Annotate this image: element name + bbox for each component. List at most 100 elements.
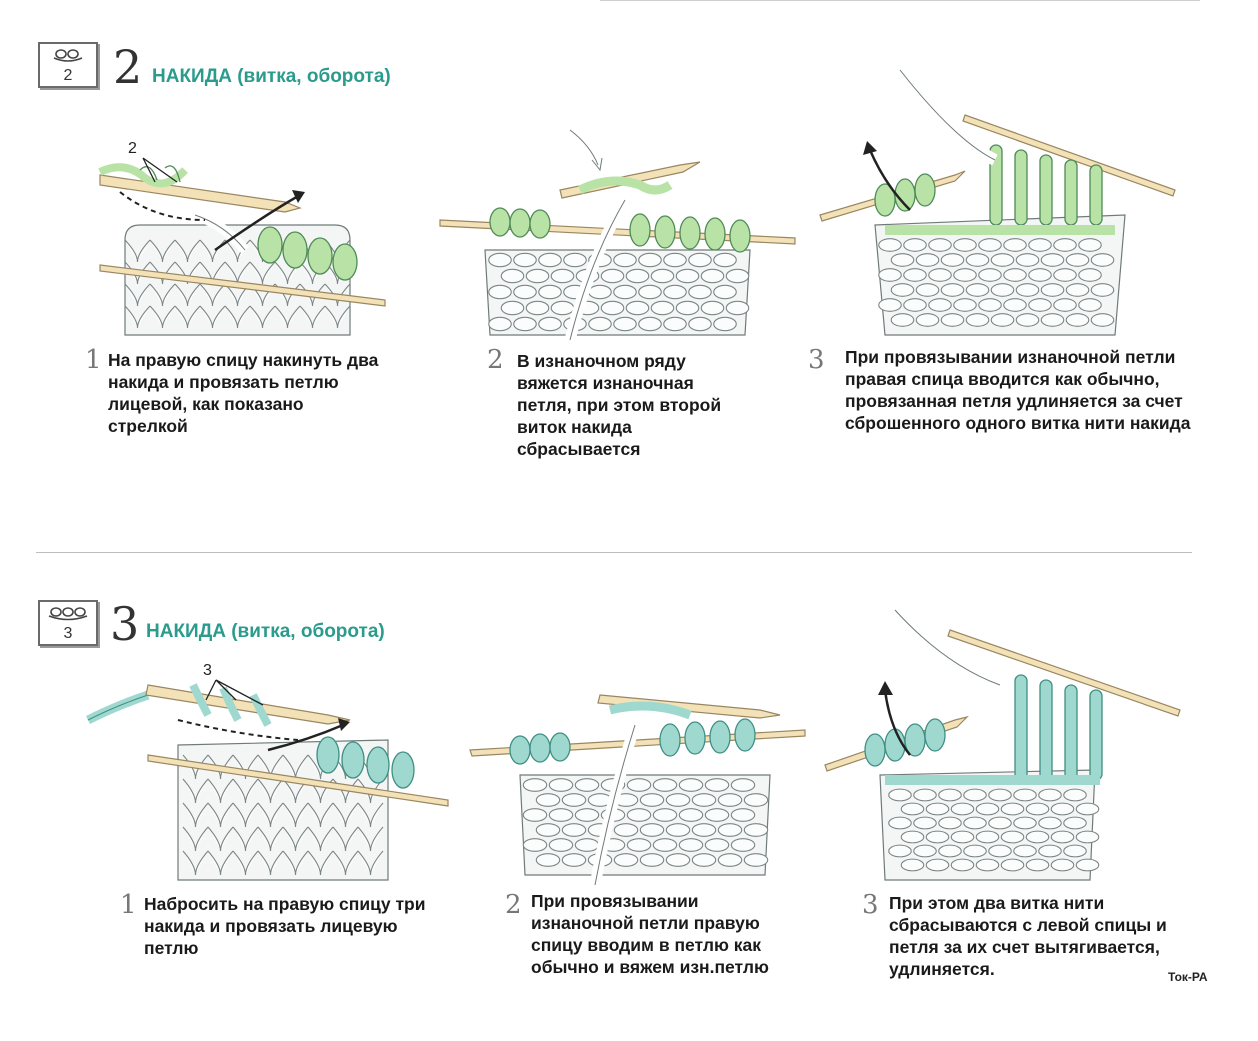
knit-stitch xyxy=(207,826,234,852)
purl-bump xyxy=(940,313,965,327)
symbol-number: 3 xyxy=(64,625,73,642)
purl-bump xyxy=(913,788,937,802)
purl-bump xyxy=(600,300,625,316)
purl-bump xyxy=(878,238,902,252)
purl-bump xyxy=(688,252,712,268)
purl-bump xyxy=(940,253,965,267)
purl-bump xyxy=(938,844,962,858)
purl-bump xyxy=(561,823,587,837)
purl-bump xyxy=(538,316,562,332)
purl-bump xyxy=(950,802,975,816)
symbol-number: 2 xyxy=(64,67,73,84)
purl-bump xyxy=(1025,802,1050,816)
purl-bump xyxy=(700,268,725,284)
green-stitches xyxy=(489,207,751,253)
purl-bump xyxy=(938,816,962,830)
purl-bump xyxy=(652,778,678,792)
purl-bump xyxy=(913,816,937,830)
purl-bump xyxy=(638,252,662,268)
purl-bump xyxy=(903,268,927,282)
purl-bump xyxy=(548,778,574,792)
purl-bump xyxy=(915,253,940,267)
purl-bump xyxy=(953,268,977,282)
purl-bump xyxy=(1003,268,1027,282)
purl-bump xyxy=(652,838,678,852)
purl-bump xyxy=(626,778,652,792)
knit-stitch xyxy=(357,802,384,828)
knit-stitch xyxy=(199,305,226,329)
purl-bump xyxy=(915,313,940,327)
left-needle xyxy=(147,754,449,807)
purl-bump xyxy=(561,853,587,867)
direction-arrow xyxy=(267,718,350,752)
teal-stitches xyxy=(316,736,415,789)
knit-stitch xyxy=(357,850,384,876)
purl-bump xyxy=(965,283,990,297)
knit-stitch xyxy=(149,283,176,307)
purl-bump xyxy=(638,316,662,332)
purl-bump xyxy=(717,793,743,807)
purl-bump xyxy=(1013,816,1037,830)
purl-bump xyxy=(1025,830,1050,844)
purl-bump xyxy=(548,838,574,852)
purl-bump xyxy=(613,853,639,867)
purl-bump xyxy=(1078,238,1102,252)
purl-bump xyxy=(713,252,737,268)
purl-bump xyxy=(548,808,574,822)
purl-bump xyxy=(639,853,665,867)
knit-stitch xyxy=(257,826,284,852)
purl-bump xyxy=(1038,844,1062,858)
purl-bump xyxy=(522,808,548,822)
purl-bump xyxy=(903,238,927,252)
purl-bump xyxy=(663,252,687,268)
purl-bump xyxy=(900,830,925,844)
top-border-line xyxy=(600,0,1200,1)
step-number: 1 xyxy=(120,890,137,920)
purl-bump xyxy=(1015,283,1040,297)
purl-bump xyxy=(588,284,612,300)
knit-stitch xyxy=(357,826,384,852)
purl-bump xyxy=(730,808,756,822)
purl-bump xyxy=(639,793,665,807)
purl-bump xyxy=(625,268,650,284)
knit-stitch xyxy=(182,850,209,876)
purl-bump xyxy=(713,284,737,300)
knit-stitch xyxy=(332,802,359,828)
purl-bump xyxy=(1040,283,1065,297)
purl-bump xyxy=(950,858,975,872)
step-text: В изнаночном ряду вяжется изнаночная пет… xyxy=(517,351,722,459)
purl-bump xyxy=(925,802,950,816)
section-divider xyxy=(36,552,1192,553)
purl-bump xyxy=(1065,313,1090,327)
purl-bump xyxy=(675,300,700,316)
purl-bump xyxy=(613,252,637,268)
purl-bump xyxy=(938,788,962,802)
knit-stitch xyxy=(232,826,259,852)
knit-stitch xyxy=(332,778,359,804)
knit-stitch xyxy=(249,261,276,285)
teal-loops-right xyxy=(864,718,946,767)
wrap-count-label: 2 xyxy=(128,140,137,157)
purl-bump xyxy=(600,268,625,284)
purl-bump xyxy=(639,823,665,837)
purl-bump xyxy=(963,816,987,830)
right-needle xyxy=(597,694,781,719)
knit-stitch xyxy=(282,802,309,828)
purl-bump xyxy=(488,252,512,268)
purl-bump xyxy=(965,313,990,327)
purl-bump xyxy=(513,316,537,332)
knit-stitch xyxy=(232,778,259,804)
diagram-purl-three-wraps xyxy=(469,694,806,887)
purl-bump xyxy=(613,284,637,300)
purl-bump xyxy=(900,802,925,816)
purl-bump xyxy=(588,316,612,332)
purl-bump xyxy=(525,268,550,284)
purl-bump xyxy=(538,252,562,268)
purl-bump xyxy=(888,788,912,802)
left-needle xyxy=(947,629,1181,717)
purl-bump xyxy=(1050,802,1075,816)
purl-bump xyxy=(953,298,977,312)
purl-bump xyxy=(550,300,575,316)
purl-bump xyxy=(878,268,902,282)
knit-stitch xyxy=(149,239,176,263)
